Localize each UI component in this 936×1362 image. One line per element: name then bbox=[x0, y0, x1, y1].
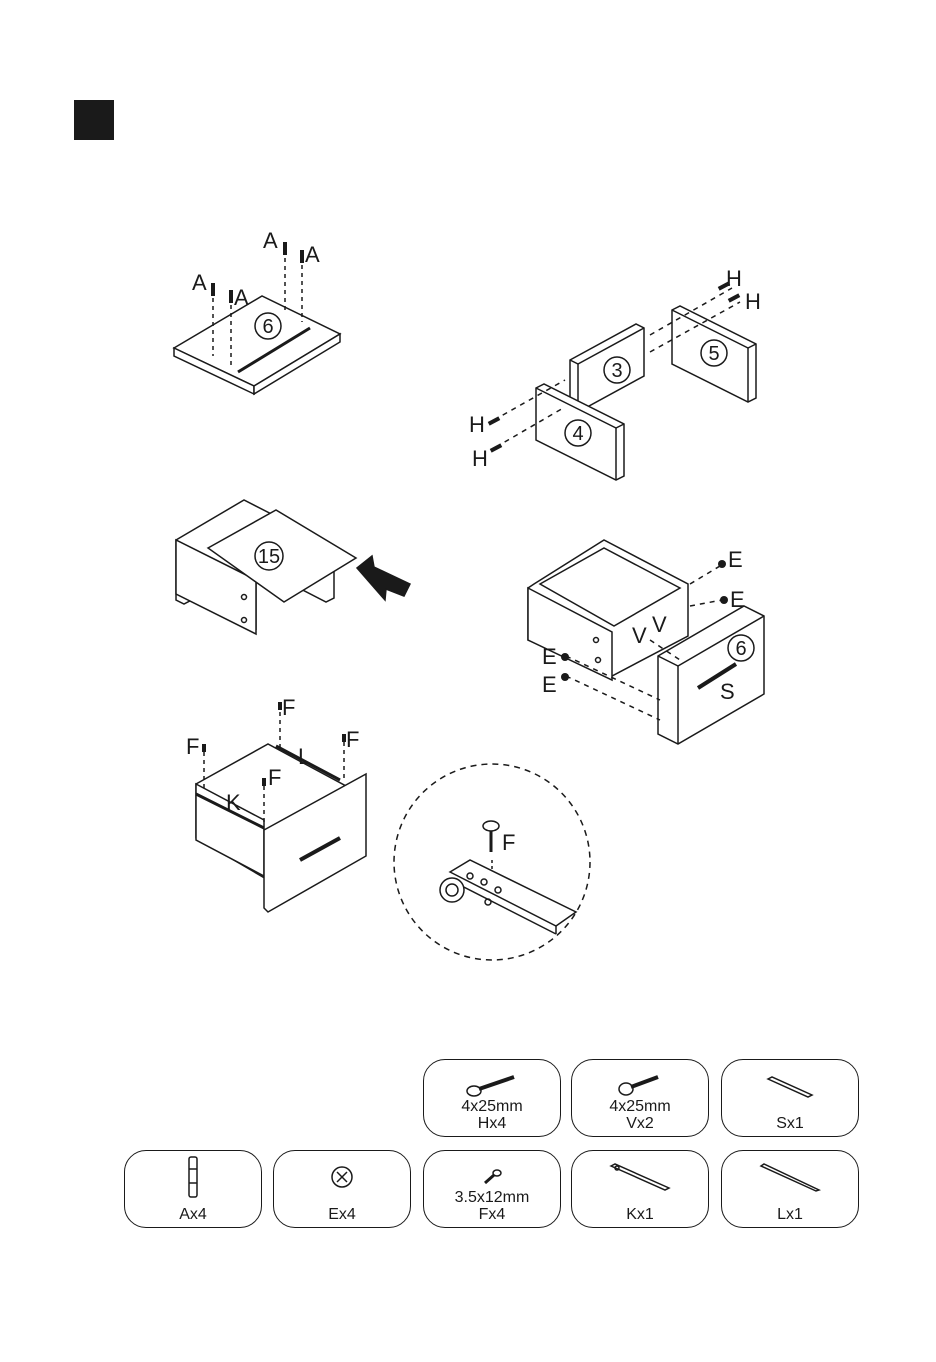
part-code: Kx1 bbox=[572, 1206, 708, 1223]
screw-icon bbox=[490, 443, 502, 452]
screw-icon bbox=[202, 744, 206, 752]
dowel-a-icon bbox=[125, 1157, 261, 1197]
rail-l-icon bbox=[722, 1157, 858, 1197]
cam-lock-icon bbox=[720, 596, 728, 604]
panel-number-15: 15 bbox=[258, 546, 280, 568]
part-code: Fx4 bbox=[424, 1206, 560, 1223]
figure-frame-assembly: 3 5 4 H H H H bbox=[469, 266, 761, 480]
label-l: L bbox=[298, 744, 310, 769]
label-s: S bbox=[720, 679, 735, 704]
dowel-icon bbox=[229, 290, 233, 303]
label-f: F bbox=[186, 734, 199, 759]
label-f: F bbox=[282, 695, 295, 720]
panel-number-4: 4 bbox=[572, 423, 583, 445]
screw-icon bbox=[488, 416, 500, 425]
cam-lock-e-icon bbox=[274, 1157, 410, 1197]
label-h: H bbox=[726, 266, 742, 291]
part-code: Ex4 bbox=[274, 1206, 410, 1223]
part-card-k: Kx1 bbox=[571, 1150, 709, 1228]
label-f: F bbox=[502, 830, 515, 855]
label-h: H bbox=[472, 446, 488, 471]
part-size: 4x25mm bbox=[572, 1098, 708, 1115]
part-code: Sx1 bbox=[722, 1115, 858, 1132]
part-code: Ax4 bbox=[125, 1206, 261, 1223]
dowel-icon bbox=[211, 283, 215, 296]
dowel-icon bbox=[300, 250, 304, 263]
label-v: V bbox=[632, 623, 647, 648]
handle-s-icon bbox=[722, 1066, 858, 1106]
label-k: K bbox=[226, 790, 241, 815]
figure-drawer-rails: F F F F K L bbox=[186, 695, 366, 912]
part-card-l: Lx1 bbox=[721, 1150, 859, 1228]
figure-slide-bottom: 15 bbox=[176, 500, 410, 634]
cam-lock-icon bbox=[561, 653, 569, 661]
assembly-diagram: 6 A A A A 3 5 bbox=[0, 0, 936, 1040]
panel-number-5: 5 bbox=[708, 343, 719, 365]
part-code: Lx1 bbox=[722, 1206, 858, 1223]
label-a: A bbox=[263, 228, 278, 253]
label-a: A bbox=[305, 242, 320, 267]
panel-number-6-front: 6 bbox=[735, 638, 746, 660]
part-card-a: Ax4 bbox=[124, 1150, 262, 1228]
label-e: E bbox=[542, 644, 557, 669]
push-arrow-icon bbox=[357, 556, 410, 600]
label-f: F bbox=[268, 765, 281, 790]
detail-callout: F bbox=[394, 764, 590, 960]
label-h: H bbox=[745, 289, 761, 314]
dowel-icon bbox=[283, 242, 287, 255]
panel-number-6-bottom: 6 bbox=[262, 316, 273, 338]
rail-k-icon bbox=[572, 1157, 708, 1197]
screw-icon bbox=[262, 778, 266, 786]
part-card-s: Sx1 bbox=[721, 1059, 859, 1137]
label-e: E bbox=[542, 672, 557, 697]
label-a: A bbox=[234, 285, 249, 310]
cam-lock-icon bbox=[561, 673, 569, 681]
part-code: Vx2 bbox=[572, 1115, 708, 1132]
screw-head-icon bbox=[483, 821, 499, 831]
part-size: 4x25mm bbox=[424, 1098, 560, 1115]
part-code: Hx4 bbox=[424, 1115, 560, 1132]
part-size: 3.5x12mm bbox=[424, 1189, 560, 1206]
label-h: H bbox=[469, 412, 485, 437]
label-e: E bbox=[728, 547, 743, 572]
label-v: V bbox=[652, 612, 667, 637]
figure-front-panel: 6 E E E E V V S bbox=[528, 540, 764, 744]
label-e: E bbox=[730, 587, 745, 612]
screw-icon bbox=[728, 293, 740, 302]
figure-bottom-panel: 6 A A A A bbox=[174, 228, 340, 394]
label-f: F bbox=[346, 727, 359, 752]
part-card-e: Ex4 bbox=[273, 1150, 411, 1228]
panel-number-3: 3 bbox=[611, 360, 622, 382]
cam-lock-icon bbox=[718, 560, 726, 568]
label-a: A bbox=[192, 270, 207, 295]
